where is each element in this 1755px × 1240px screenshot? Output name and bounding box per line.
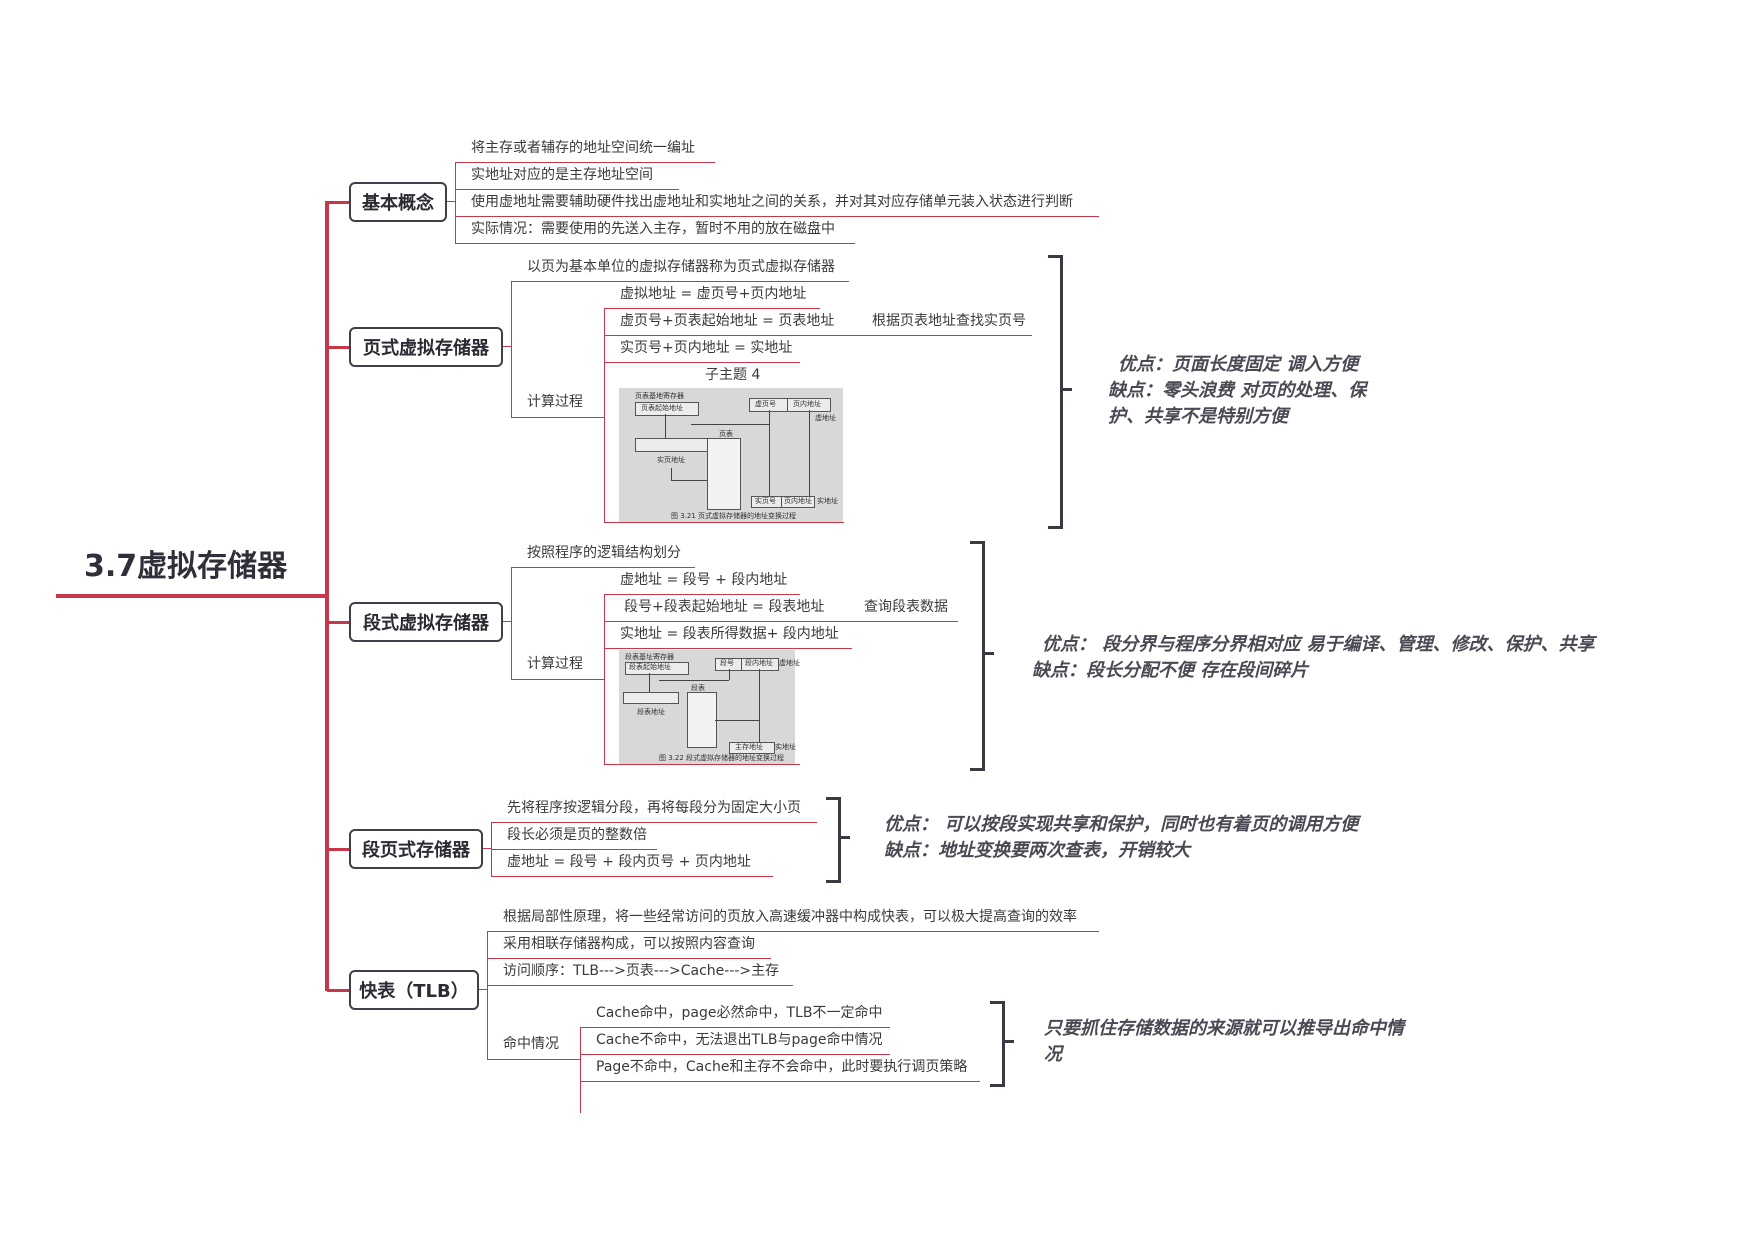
page-calc-label: 计算过程 bbox=[527, 394, 583, 410]
tlb-item-3: 访问顺序：TLB--->页表--->Cache--->主存 bbox=[503, 963, 780, 979]
segpage-note-line-1: 优点： 可以按段实现共享和保护，同时也有着页的调用方便 bbox=[884, 814, 1359, 835]
segment-calc-1: 虚地址 = 段号 + 段内地址 bbox=[620, 572, 788, 588]
page-note-line-3: 护、共享不是特别方便 bbox=[1108, 406, 1288, 427]
fig1-label-ppn: 实页号 bbox=[755, 497, 776, 505]
page-subtopic: 子主题 4 bbox=[705, 367, 761, 383]
segment-calc-connector bbox=[604, 594, 605, 764]
tlb-hit-label: 命中情况 bbox=[503, 1036, 559, 1052]
root-underline bbox=[56, 594, 320, 598]
basic-item-4: 实际情况：需要使用的先送入主存，暂时不用的放在磁盘中 bbox=[471, 221, 835, 237]
segpage-bracket bbox=[826, 797, 841, 883]
segment-item-1: 按照程序的逻辑结构划分 bbox=[527, 545, 681, 561]
tlb-connector bbox=[487, 931, 488, 1059]
trunk-to-root bbox=[316, 594, 328, 598]
segment-calc-label: 计算过程 bbox=[527, 656, 583, 672]
node-segment-virtual-memory[interactable]: 段式虚拟存储器 bbox=[349, 602, 503, 642]
fig2-label-offset: 段内地址 bbox=[745, 659, 773, 667]
page-item-1: 以页为基本单位的虚拟存储器称为页式虚拟存储器 bbox=[527, 259, 835, 275]
page-calc-extra: 根据页表地址查找实页号 bbox=[872, 313, 1026, 329]
segment-bracket bbox=[970, 541, 985, 771]
page-calc-3: 实页号+页内地址 = 实地址 bbox=[620, 340, 793, 356]
tlb-hit-1: Cache命中，page必然命中，TLB不一定命中 bbox=[596, 1005, 883, 1021]
spur-basic bbox=[327, 201, 349, 204]
tlb-bracket bbox=[990, 1001, 1005, 1087]
fig1-label-offset2: 页内地址 bbox=[784, 497, 812, 505]
tlb-note-line-2: 况 bbox=[1044, 1044, 1062, 1065]
fig1-label-paddr: 实页地址 bbox=[657, 456, 685, 464]
segment-calc-2: 段号+段表起始地址 = 段表地址 bbox=[624, 599, 825, 615]
tlb-hit-connector bbox=[580, 1027, 581, 1113]
fig2-label-realaddr: 实地址 bbox=[775, 743, 796, 751]
segment-translation-figure: 段表基址寄存器 段表起始地址 段号 段内地址 虚地址 段表 段表地址 主存地址 … bbox=[619, 650, 800, 764]
segpage-note-line-2: 缺点：地址变换要两次查表，开销较大 bbox=[884, 840, 1190, 861]
fig2-label-base-reg: 段表基址寄存器 bbox=[625, 653, 674, 661]
spur-tlb bbox=[327, 989, 349, 992]
segpage-item-1: 先将程序按逻辑分段，再将每段分为固定大小页 bbox=[507, 800, 801, 816]
fig2-label-segno: 段号 bbox=[720, 659, 734, 667]
segpage-pros-cons-note: 优点： 可以按段实现共享和保护，同时也有着页的调用方便 缺点：地址变换要两次查表… bbox=[884, 812, 1358, 864]
fig1-label-offset: 页内地址 bbox=[793, 400, 821, 408]
node-tlb[interactable]: 快表（TLB） bbox=[349, 970, 479, 1010]
node-basic-concept[interactable]: 基本概念 bbox=[349, 182, 447, 222]
fig1-label-vaddr: 虚地址 bbox=[815, 414, 836, 422]
tlb-note: 只要抓住存储数据的来源就可以推导出命中情 况 bbox=[1044, 1016, 1404, 1068]
node-segment-page-memory[interactable]: 段页式存储器 bbox=[349, 829, 483, 869]
fig2-caption: 图 3.22 段式虚拟存储器的地址变换过程 bbox=[659, 754, 785, 762]
page-calc-1: 虚拟地址 = 虚页号+页内地址 bbox=[620, 286, 807, 302]
fig1-label-start: 页表起始地址 bbox=[641, 404, 683, 412]
fig2-label-table: 段表 bbox=[691, 684, 705, 692]
page-pros-cons-note: 优点：页面长度固定 调入方便 缺点：零头浪费 对页的处理、保 护、共享不是特别方… bbox=[1108, 352, 1366, 430]
segment-connector bbox=[511, 567, 512, 679]
fig2-label-mainaddr: 主存地址 bbox=[735, 743, 763, 751]
fig1-label-table: 页表 bbox=[719, 430, 733, 438]
page-bracket bbox=[1048, 255, 1063, 529]
spur-page bbox=[327, 346, 349, 349]
spur-segpage bbox=[327, 848, 349, 851]
page-translation-figure: 页表基地寄存器 页表起始地址 虚页号 页内地址 虚地址 页表 实页地址 实页号 … bbox=[619, 388, 843, 522]
basic-item-1: 将主存或者辅存的地址空间统一编址 bbox=[471, 140, 695, 156]
fig1-label-base-reg: 页表基地寄存器 bbox=[635, 392, 684, 400]
segpage-item-3: 虚地址 = 段号 + 段内页号 + 页内地址 bbox=[507, 854, 751, 870]
fig1-caption: 图 3.21 页式虚拟存储器的地址变换过程 bbox=[671, 512, 797, 520]
fig1-label-realaddr: 实地址 bbox=[817, 497, 838, 505]
page-calc-2: 虚页号+页表起始地址 = 页表地址 bbox=[620, 313, 835, 329]
segment-calc-3: 实地址 = 段表所得数据+ 段内地址 bbox=[620, 626, 839, 642]
segment-note-line-1: 优点： 段分界与程序分界相对应 易于编译、管理、修改、保护、共享 bbox=[1042, 634, 1595, 655]
tlb-hit-3: Page不命中，Cache和主存不会命中，此时要执行调页策略 bbox=[596, 1059, 968, 1075]
spur-segment bbox=[327, 621, 349, 624]
page-note-line-2: 缺点：零头浪费 对页的处理、保 bbox=[1108, 380, 1367, 401]
fig1-label-vpn: 虚页号 bbox=[755, 400, 776, 408]
tlb-item-1: 根据局部性原理，将一些经常访问的页放入高速缓冲器中构成快表，可以极大提高查询的效… bbox=[503, 909, 1077, 925]
page-calc-connector bbox=[604, 308, 605, 522]
tlb-item-2: 采用相联存储器构成，可以按照内容查询 bbox=[503, 936, 755, 952]
segment-note-line-2: 缺点：段长分配不便 存在段间碎片 bbox=[1032, 660, 1309, 681]
fig2-label-start: 段表起始地址 bbox=[629, 663, 671, 671]
segpage-item-2: 段长必须是页的整数倍 bbox=[507, 827, 647, 843]
root-title: 3.7虚拟存储器 bbox=[84, 549, 288, 584]
page-note-line-1: 优点：页面长度固定 调入方便 bbox=[1118, 354, 1359, 375]
segment-calc-extra: 查询段表数据 bbox=[864, 599, 948, 615]
basic-connector bbox=[455, 162, 456, 243]
basic-item-3: 使用虚地址需要辅助硬件找出虚地址和实地址之间的关系，并对其对应存储单元装入状态进… bbox=[471, 194, 1073, 210]
node-page-virtual-memory[interactable]: 页式虚拟存储器 bbox=[349, 327, 503, 367]
segment-pros-cons-note: 优点： 段分界与程序分界相对应 易于编译、管理、修改、保护、共享 缺点：段长分配… bbox=[1032, 632, 1595, 684]
fig2-label-tableaddr: 段表地址 bbox=[637, 708, 665, 716]
tlb-hit-2: Cache不命中，无法退出TLB与page命中情况 bbox=[596, 1032, 883, 1048]
page-connector bbox=[511, 281, 512, 417]
fig2-label-vaddr: 虚地址 bbox=[779, 659, 800, 667]
basic-item-2: 实地址对应的是主存地址空间 bbox=[471, 167, 653, 183]
tlb-note-line-1: 只要抓住存储数据的来源就可以推导出命中情 bbox=[1044, 1018, 1404, 1039]
